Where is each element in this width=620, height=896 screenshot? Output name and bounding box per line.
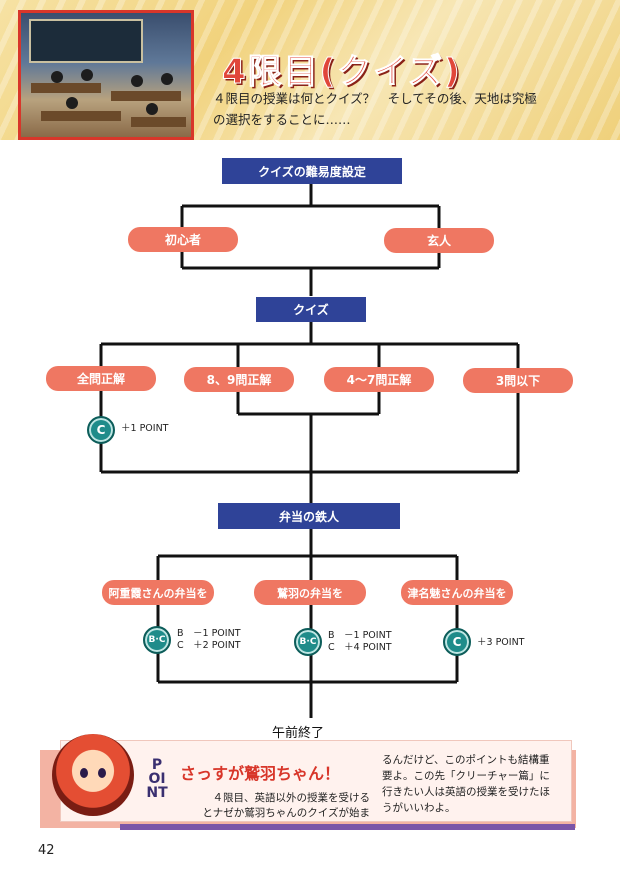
quiz-box: クイズ [256, 297, 366, 322]
avatar-eye [98, 768, 106, 778]
point-underline [120, 824, 575, 830]
bento-box: 弁当の鉄人 [218, 503, 400, 529]
point-line: とナゼか鷲羽ちゃんのクイズが始ま [202, 807, 370, 819]
bento-reward-2: B －1 POINT C ＋4 POINT [328, 630, 392, 654]
option-tsunami-bento: 津名魅さんの弁当を [401, 580, 513, 605]
student [66, 97, 78, 109]
badge-bc-icon: B·C [294, 628, 322, 656]
desk [131, 117, 186, 127]
end-label: 午前終了 [272, 726, 325, 741]
option-expert: 玄人 [384, 228, 494, 253]
result-all-correct: 全問正解 [46, 366, 156, 391]
page-subtitle: ４限目の授業は何とクイズ？ そしてその後、天地は究極 の選択をすることに…… [213, 88, 593, 130]
desk [31, 83, 101, 93]
badge-c-icon: C [443, 628, 471, 656]
student [161, 73, 173, 85]
badge-bc-icon: B·C [143, 626, 171, 654]
desk [111, 91, 181, 101]
point-line: うがいいわよ。 [382, 802, 456, 814]
difficulty-box: クイズの難易度設定 [222, 158, 402, 184]
avatar-eye [80, 768, 88, 778]
washu-avatar-icon [52, 734, 134, 816]
student [81, 69, 93, 81]
bento-reward-3: ＋3 POINT [477, 637, 524, 649]
point-tag: POINT [146, 757, 168, 801]
badge-c-icon: C [87, 416, 115, 444]
student [131, 75, 143, 87]
bento-reward-1: B －1 POINT C ＋2 POINT [177, 628, 241, 652]
option-ayeka-bento: 阿重霞さんの弁当を [102, 580, 214, 605]
reward-line: B －1 POINT [328, 630, 392, 641]
reward-line: ＋3 POINT [477, 637, 525, 648]
option-washu-bento: 鷲羽の弁当を [254, 580, 366, 605]
result-8-9-correct: 8、9問正解 [184, 367, 294, 392]
reward-line: B －1 POINT [177, 628, 241, 639]
subtitle-line: ４限目の授業は何とクイズ？ そしてその後、天地は究極 [213, 91, 537, 106]
page-number: 42 [38, 843, 55, 858]
point-line: 行きたい人は英語の授業を受けたほ [382, 786, 550, 798]
blackboard [29, 19, 143, 63]
point-line: るんだけど、このポイントも結構重 [382, 754, 550, 766]
point-body-left: ４限目、英語以外の授業を受ける とナゼか鷲羽ちゃんのクイズが始ま [178, 791, 370, 821]
classroom-photo [18, 10, 194, 140]
reward-line: C ＋4 POINT [328, 642, 392, 653]
option-beginner: 初心者 [128, 227, 238, 252]
desk [41, 111, 121, 121]
point-panel [60, 740, 572, 822]
student [146, 103, 158, 115]
point-line: ４限目、英語以外の授業を受ける [212, 792, 371, 804]
quiz-reward-points: ＋1 POINT [121, 423, 169, 434]
page-title: 4限目(クイズ) [222, 52, 462, 93]
result-4-7-correct: 4〜7問正解 [324, 367, 434, 392]
student [51, 71, 63, 83]
reward-line: C ＋2 POINT [177, 640, 241, 651]
point-title: さっすが鷲羽ちゃん！ [180, 764, 341, 783]
point-line: 要よ。この先「クリーチャー篇」に [382, 770, 550, 782]
result-3-or-less: 3問以下 [463, 368, 573, 393]
subtitle-line: の選択をすることに…… [213, 112, 351, 127]
point-body-right: るんだけど、このポイントも結構重 要よ。この先「クリーチャー篇」に 行きたい人は… [382, 752, 568, 816]
